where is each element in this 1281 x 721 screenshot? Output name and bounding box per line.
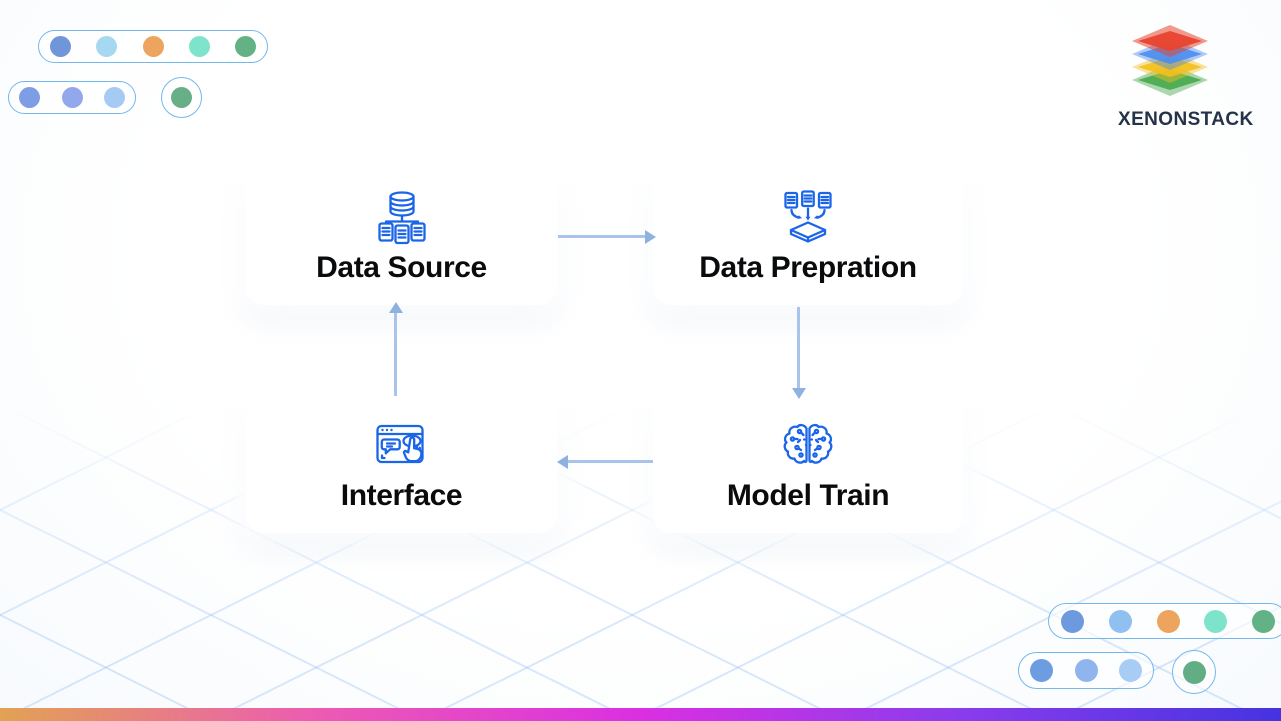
node-data-source: Data Source xyxy=(246,168,557,305)
decor-dot xyxy=(142,36,164,57)
decor-dot xyxy=(50,36,71,57)
decor-dot xyxy=(235,36,256,57)
decor-dot xyxy=(188,36,210,57)
documents-into-tray-icon xyxy=(779,189,837,246)
decor-dot xyxy=(19,87,40,108)
node-label: Data Prepration xyxy=(699,250,917,284)
decor-pill-three-dots xyxy=(1018,652,1154,689)
decor-circle-dot xyxy=(1172,650,1216,694)
decor-dot xyxy=(61,87,83,108)
node-label: Data Source xyxy=(316,250,487,284)
decor-dot xyxy=(1061,609,1084,633)
node-label: Interface xyxy=(340,479,463,512)
decor-dot xyxy=(1204,609,1228,633)
decor-circle-dot xyxy=(161,77,202,118)
stacked-layers-icon xyxy=(1132,25,1208,96)
decor-dot xyxy=(1119,659,1142,682)
browser-click-chat-icon xyxy=(373,418,431,474)
decor-dot xyxy=(171,87,192,108)
node-label: Model Train xyxy=(726,479,890,512)
node-interface: Interface xyxy=(246,397,557,533)
xenonstack-logo: XENONSTACK xyxy=(1118,22,1254,131)
brain-circuit-icon xyxy=(779,418,837,474)
node-model-train: Model Train xyxy=(653,397,963,533)
logo-wordmark: XENONSTACK xyxy=(1118,109,1254,130)
decor-pill-three-dots xyxy=(8,81,136,114)
decor-dot xyxy=(1156,609,1180,633)
decor-pill-five-dots xyxy=(1048,603,1281,639)
database-documents-icon xyxy=(373,190,431,246)
decor-pill-five-dots xyxy=(38,30,268,63)
decor-dot xyxy=(104,87,125,108)
decor-dot xyxy=(1252,609,1275,633)
decor-dot xyxy=(1074,659,1098,682)
decor-dot xyxy=(1030,659,1053,682)
decor-dot xyxy=(1108,609,1132,633)
decor-dot xyxy=(96,36,118,57)
decor-dot xyxy=(1182,660,1206,684)
node-data-prepration: Data Prepration xyxy=(653,168,963,305)
bottom-gradient-bar xyxy=(0,708,1281,721)
